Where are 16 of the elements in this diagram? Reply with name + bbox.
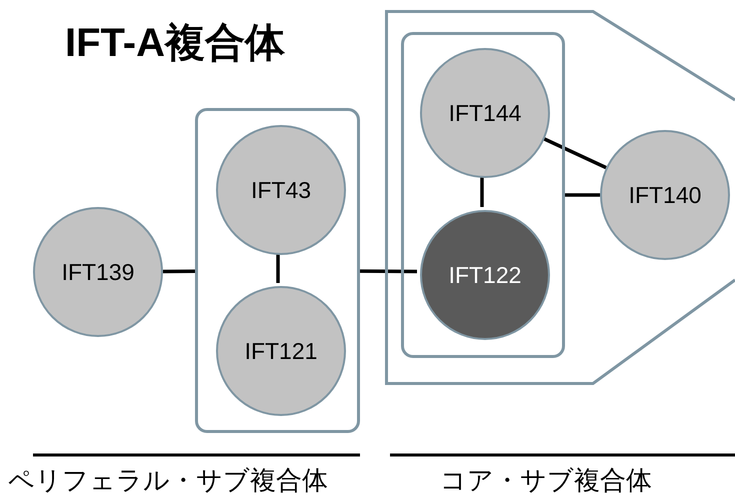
title: IFT-A複合体 bbox=[65, 20, 285, 67]
connector-line bbox=[162, 269, 196, 274]
protein-label: IFT144 bbox=[448, 102, 522, 124]
subcomplex-box bbox=[195, 108, 360, 433]
group-label: ペリフェラル・サブ複合体 bbox=[8, 464, 328, 496]
protein-label: IFT122 bbox=[448, 264, 522, 286]
connector-line bbox=[565, 193, 600, 197]
connector-line bbox=[276, 252, 280, 283]
subcomplex-box bbox=[401, 32, 565, 358]
protein-label: IFT43 bbox=[250, 178, 312, 202]
connector-line bbox=[360, 269, 418, 274]
connector-line bbox=[480, 175, 484, 207]
group-label: コア・サブ複合体 bbox=[440, 464, 652, 496]
protein-label: IFT140 bbox=[628, 184, 702, 206]
protein-label: IFT139 bbox=[62, 260, 134, 284]
protein-label: IFT121 bbox=[244, 340, 318, 362]
